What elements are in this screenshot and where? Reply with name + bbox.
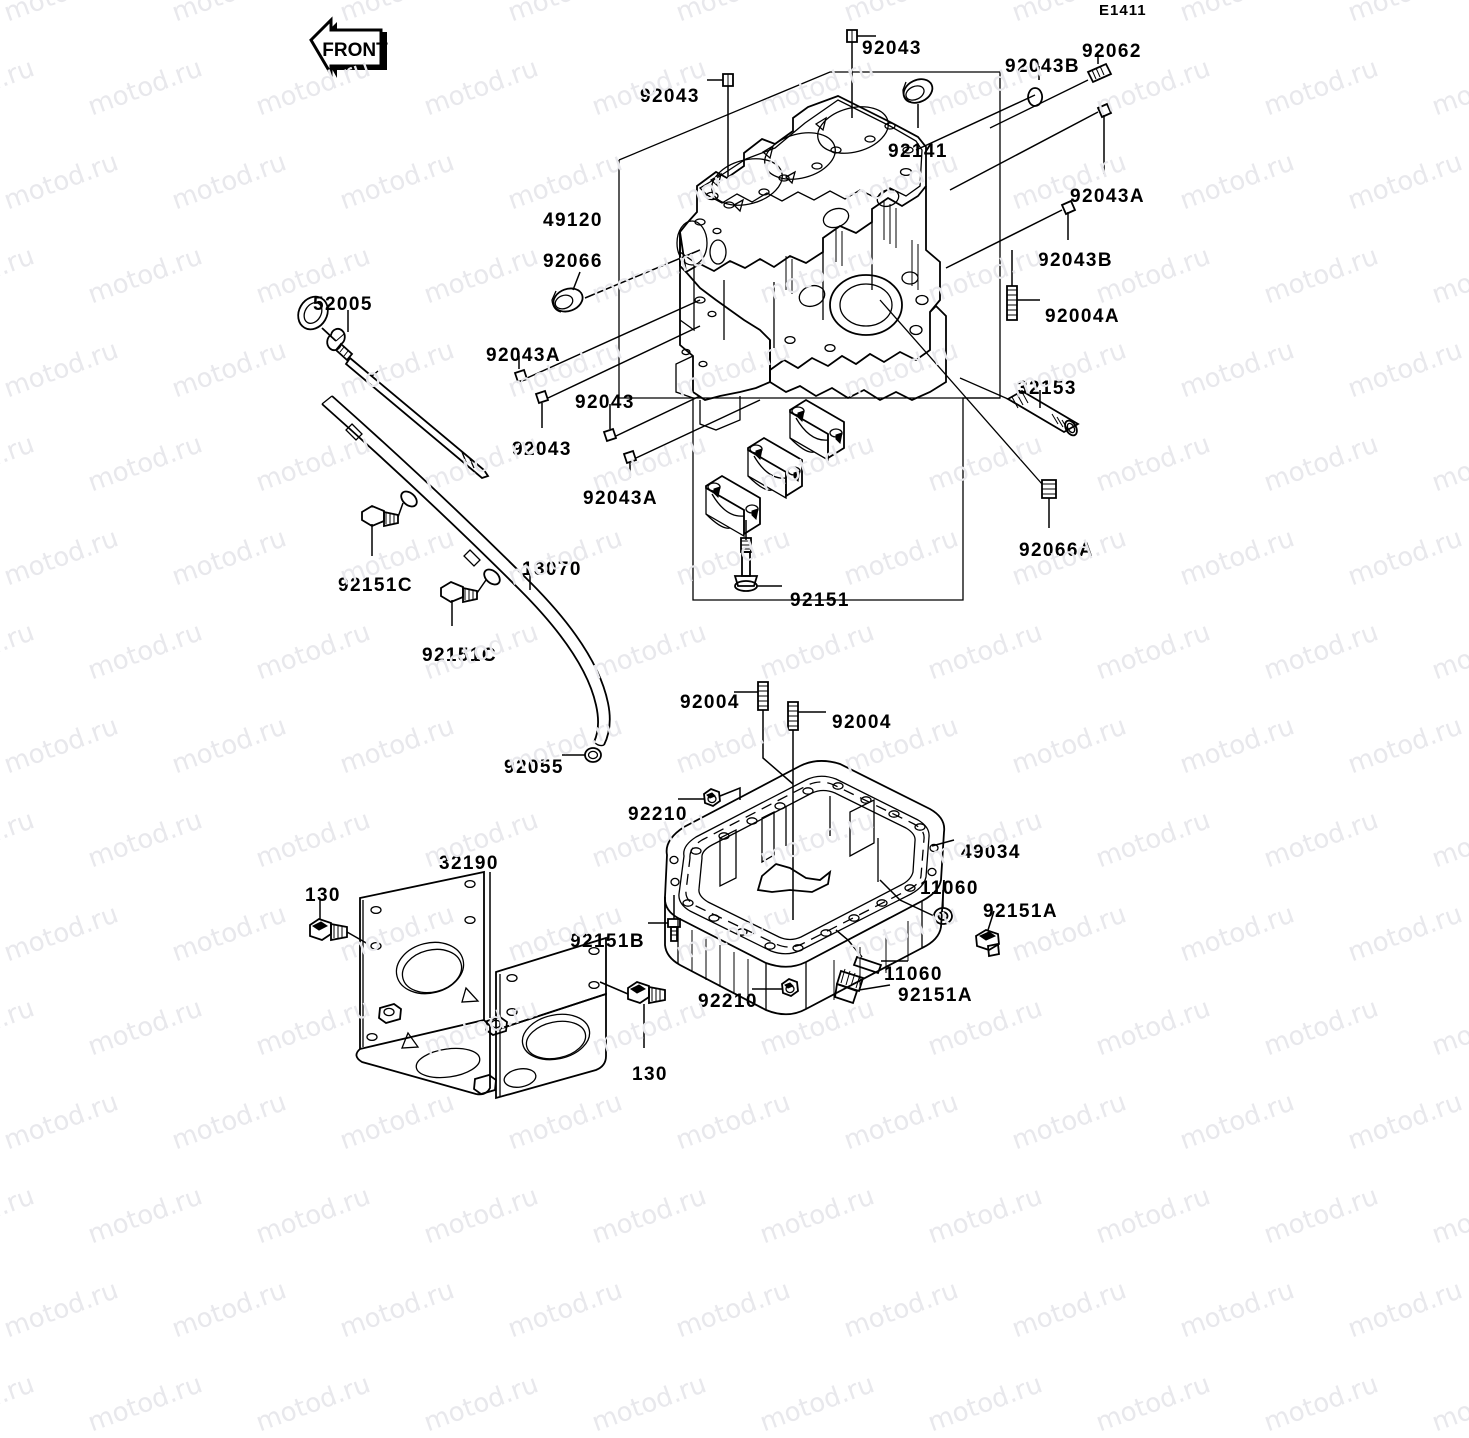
watermark-text: motod.ru bbox=[1428, 1369, 1469, 1438]
flange-bolts-92151C bbox=[361, 502, 487, 626]
flange-bolt-92151 bbox=[733, 520, 782, 592]
watermark-text: motod.ru bbox=[1008, 1275, 1131, 1345]
leader-49034 bbox=[931, 839, 955, 847]
watermark-text: motod.ru bbox=[756, 1369, 879, 1438]
part-label-92004a: 92004A bbox=[1045, 306, 1120, 327]
watermark-text: motod.ru bbox=[504, 1275, 627, 1345]
diagram-code: E1411 bbox=[1099, 2, 1147, 19]
watermark-text: motod.ru bbox=[924, 1369, 1047, 1438]
part-label-92141: 92141 bbox=[888, 141, 948, 162]
part-label-92210: 92210 bbox=[628, 804, 688, 825]
part-label-11060: 11060 bbox=[920, 878, 979, 899]
watermark-text: motod.ru bbox=[840, 1275, 963, 1345]
part-label-130: 130 bbox=[632, 1064, 668, 1085]
watermark-text: motod.ru bbox=[168, 1275, 291, 1345]
watermark-text: motod.ru bbox=[1260, 1369, 1383, 1438]
part-label-92151b: 92151B bbox=[570, 931, 645, 952]
plug-92066A bbox=[879, 299, 1057, 528]
part-label-92004: 92004 bbox=[680, 692, 740, 713]
part-label-92151c: 92151C bbox=[422, 645, 497, 666]
main-bearing-caps bbox=[705, 398, 845, 538]
front-direction-marker: FRONT bbox=[305, 14, 395, 82]
watermark-text: motod.ru bbox=[252, 1181, 375, 1251]
parts-diagram: .ln{fill:none;stroke:#000;stroke-width:1… bbox=[297, 29, 1113, 1100]
watermark-text: motod.ru bbox=[924, 1181, 1047, 1251]
bolts-130 bbox=[309, 900, 666, 1048]
watermark-text: motod.ru bbox=[0, 1275, 123, 1345]
pipe-nipple-32153 bbox=[959, 377, 1080, 437]
jet-nozzle-92062 bbox=[989, 52, 1113, 129]
part-label-92043a: 92043A bbox=[583, 488, 658, 509]
collar-ring-92141 bbox=[902, 78, 934, 128]
watermark-text: motod.ru bbox=[588, 1369, 711, 1438]
part-label-11060: 11060 bbox=[884, 964, 943, 985]
watermark-text: motod.ru bbox=[1092, 1369, 1215, 1438]
part-label-130: 130 bbox=[305, 885, 341, 906]
stud-92004A bbox=[1006, 250, 1040, 321]
part-label-92043: 92043 bbox=[575, 392, 635, 413]
part-label-32153: 32153 bbox=[1017, 378, 1077, 399]
part-label-92043b: 92043B bbox=[1005, 56, 1080, 77]
part-label-92043: 92043 bbox=[640, 86, 700, 107]
watermark-text: motod.ru bbox=[756, 1181, 879, 1251]
part-label-92062: 92062 bbox=[1082, 41, 1142, 62]
plug-92066 bbox=[551, 249, 701, 313]
part-label-92151: 92151 bbox=[790, 590, 850, 611]
watermark-text: motod.ru bbox=[1344, 1275, 1467, 1345]
guard-bracket-32190 bbox=[355, 870, 607, 1100]
part-label-92055: 92055 bbox=[504, 757, 564, 778]
watermark-text: motod.ru bbox=[1176, 1275, 1299, 1345]
watermark-text: motod.ru bbox=[336, 1275, 459, 1345]
gasket-washers-and-bolts bbox=[833, 879, 1000, 1005]
part-label-92043a: 92043A bbox=[486, 345, 561, 366]
watermark-text: motod.ru bbox=[84, 1181, 207, 1251]
part-label-92043a: 92043A bbox=[1070, 186, 1145, 207]
watermark-text: motod.ru bbox=[252, 1369, 375, 1438]
part-label-92043b: 92043B bbox=[1038, 250, 1113, 271]
watermark-text: motod.ru bbox=[420, 1181, 543, 1251]
part-label-92043: 92043 bbox=[512, 439, 572, 460]
part-label-92151c: 92151C bbox=[338, 575, 413, 596]
part-label-92066: 92066 bbox=[543, 251, 603, 272]
part-label-92043: 92043 bbox=[862, 38, 922, 59]
dowel-pins bbox=[513, 29, 1113, 478]
watermark-text: motod.ru bbox=[1092, 1181, 1215, 1251]
part-label-92210: 92210 bbox=[698, 991, 758, 1012]
watermark-text: motod.ru bbox=[588, 1181, 711, 1251]
watermark-text: motod.ru bbox=[420, 1369, 543, 1438]
part-label-52005: 52005 bbox=[313, 294, 373, 315]
watermark-text: motod.ru bbox=[1260, 1181, 1383, 1251]
part-label-92004: 92004 bbox=[832, 712, 892, 733]
oil-pan-49034 bbox=[664, 760, 946, 1016]
part-label-32190: 32190 bbox=[439, 853, 499, 874]
nuts-92210 bbox=[678, 786, 799, 998]
part-label-92066a: 92066A bbox=[1019, 540, 1094, 561]
dipstick-52005 bbox=[297, 295, 490, 480]
guide-tube-13070 bbox=[321, 395, 611, 747]
watermark-text: motod.ru bbox=[0, 1369, 39, 1438]
part-label-92151a: 92151A bbox=[983, 901, 1058, 922]
watermark-text: motod.ru bbox=[84, 1369, 207, 1438]
crankcase-block bbox=[675, 95, 947, 431]
part-label-49034: 49034 bbox=[961, 842, 1021, 863]
part-label-13070: 13070 bbox=[522, 559, 582, 580]
watermark-text: motod.ru bbox=[672, 1275, 795, 1345]
part-label-49120: 49120 bbox=[543, 210, 603, 231]
flange-bolt-92151B bbox=[648, 895, 681, 942]
part-label-92151a: 92151A bbox=[898, 985, 973, 1006]
studs-92004 bbox=[734, 681, 826, 920]
watermark-text: motod.ru bbox=[1428, 1181, 1469, 1251]
o-ring-92055 bbox=[562, 747, 602, 763]
front-arrow-text: FRONT bbox=[322, 40, 388, 61]
watermark-text: motod.ru bbox=[0, 1181, 39, 1251]
